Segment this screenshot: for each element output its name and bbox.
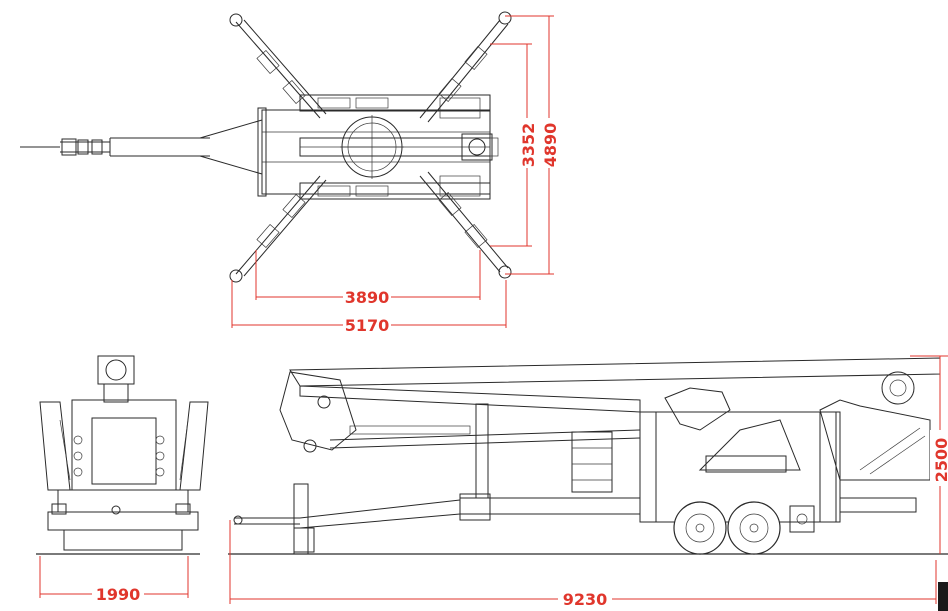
dim-2500-label: 2500: [932, 438, 948, 483]
dim-9230-label: 9230: [563, 590, 608, 609]
dim-3352-label: 3352: [519, 123, 538, 168]
top-view-dimensions: [231, 15, 562, 336]
dim-1990-label: 1990: [96, 585, 141, 604]
dim-3890-label: 3890: [345, 288, 390, 307]
top-view-drawbar: [20, 119, 263, 175]
side-view: 9230 2500: [228, 355, 948, 611]
dim-5170-label: 5170: [345, 316, 390, 335]
rear-view: 1990: [36, 355, 209, 605]
top-view-chassis: [257, 94, 499, 200]
top-view: 3890 5170 3352 4890: [20, 11, 562, 336]
dim-4890-label: 4890: [541, 123, 560, 168]
top-view-outriggers: [229, 11, 512, 283]
